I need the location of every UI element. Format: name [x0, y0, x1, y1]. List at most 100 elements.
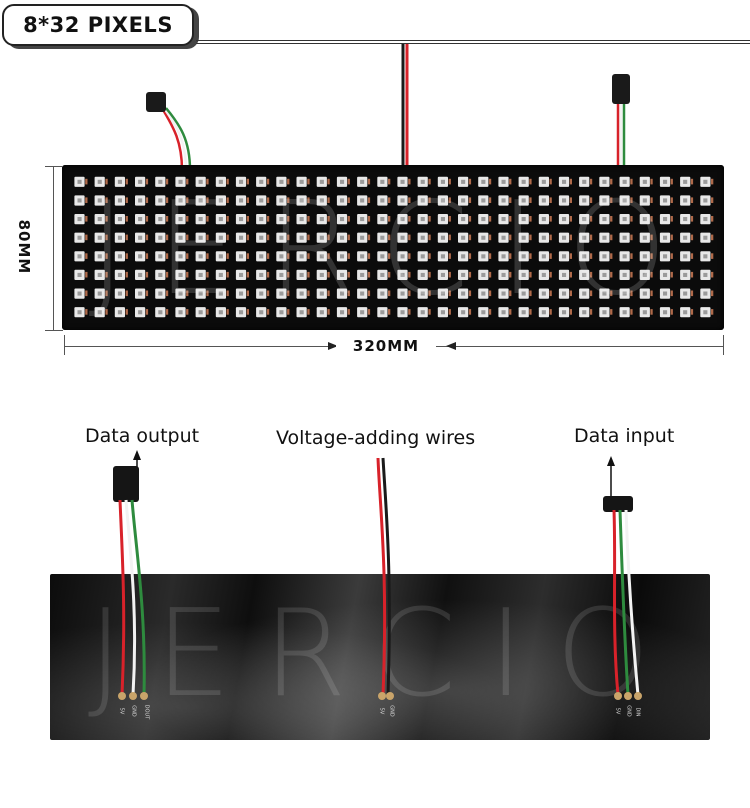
led-chip	[683, 217, 688, 222]
led-capacitor	[186, 309, 189, 315]
led-chip	[340, 310, 345, 315]
led-chip	[117, 310, 122, 315]
led-chip	[380, 179, 385, 184]
led-chip	[360, 179, 365, 184]
led-chip	[279, 291, 284, 296]
led-chip	[582, 235, 587, 240]
led-capacitor	[488, 253, 492, 259]
led-capacitor	[206, 290, 209, 297]
led-chip	[299, 310, 304, 315]
label-data-input: Data input	[574, 425, 675, 447]
pad-label-left-gnd: GND	[130, 705, 137, 717]
led-capacitor	[125, 216, 128, 222]
led-chip	[400, 310, 405, 315]
led-capacitor	[408, 309, 411, 315]
led-capacitor	[266, 271, 270, 278]
led-chip	[158, 235, 163, 240]
led-capacitor	[206, 216, 209, 222]
led-chip	[198, 291, 203, 296]
led-chip	[178, 179, 183, 184]
led-capacitor	[468, 271, 472, 278]
led-chip	[239, 217, 244, 222]
led-chip	[420, 291, 425, 296]
led-capacitor	[610, 216, 613, 222]
led-capacitor	[529, 216, 532, 222]
led-chip	[400, 198, 405, 203]
led-capacitor	[246, 290, 249, 297]
led-capacitor	[610, 234, 613, 241]
led-capacitor	[85, 216, 88, 222]
led-chip	[622, 254, 627, 259]
led-chip	[521, 198, 526, 203]
led-chip	[158, 310, 163, 315]
arrow-left-icon	[446, 342, 456, 350]
led-chip	[400, 235, 405, 240]
led-capacitor	[327, 234, 330, 241]
led-chip	[501, 217, 506, 222]
led-capacitor	[246, 271, 249, 278]
led-capacitor	[145, 253, 149, 259]
led-capacitor	[589, 290, 593, 297]
led-capacitor	[388, 234, 391, 241]
led-capacitor	[630, 271, 633, 278]
led-capacitor	[569, 234, 572, 241]
led-chip	[541, 179, 546, 184]
led-chip	[420, 254, 425, 259]
led-capacitor	[468, 197, 472, 203]
led-capacitor	[448, 253, 451, 259]
dim-v-line	[53, 167, 54, 330]
led-chip	[440, 217, 445, 222]
led-capacitor	[287, 271, 290, 278]
led-chip	[582, 272, 587, 277]
led-chip	[380, 254, 385, 259]
led-chip	[541, 217, 546, 222]
led-chip	[138, 235, 143, 240]
led-chip	[582, 198, 587, 203]
led-capacitor	[125, 309, 128, 315]
led-capacitor	[105, 216, 108, 222]
led-capacitor	[670, 216, 673, 222]
led-chip	[178, 310, 183, 315]
led-capacitor	[266, 309, 270, 315]
led-chip	[158, 254, 163, 259]
led-chip	[299, 198, 304, 203]
led-chip	[622, 291, 627, 296]
led-chip	[360, 291, 365, 296]
led-chip	[198, 217, 203, 222]
led-chip	[582, 310, 587, 315]
led-chip	[481, 217, 486, 222]
led-chip	[218, 254, 223, 259]
led-capacitor	[327, 271, 330, 278]
led-chip	[440, 235, 445, 240]
led-chip	[501, 310, 506, 315]
led-capacitor	[650, 309, 653, 315]
led-capacitor	[367, 271, 371, 278]
led-capacitor	[428, 234, 431, 241]
led-capacitor	[428, 178, 431, 185]
led-capacitor	[266, 290, 270, 297]
led-chip	[97, 179, 102, 184]
led-chip	[319, 254, 324, 259]
led-capacitor	[388, 178, 391, 185]
led-chip	[541, 254, 546, 259]
led-capacitor	[509, 178, 512, 185]
led-capacitor	[428, 253, 431, 259]
led-chip	[77, 235, 82, 240]
led-chip	[259, 291, 264, 296]
led-capacitor	[388, 216, 391, 222]
led-capacitor	[186, 178, 189, 185]
led-capacitor	[428, 197, 431, 203]
led-chip	[400, 179, 405, 184]
led-capacitor	[408, 253, 411, 259]
led-capacitor	[650, 178, 653, 185]
led-capacitor	[630, 290, 633, 297]
led-capacitor	[347, 234, 350, 241]
led-chip	[97, 291, 102, 296]
led-capacitor	[711, 290, 714, 297]
pad-label-middle-5v: 5V	[378, 707, 385, 715]
led-chip	[642, 217, 647, 222]
led-capacitor	[226, 309, 229, 315]
led-capacitor	[448, 234, 451, 241]
led-chip	[178, 217, 183, 222]
led-chip	[218, 217, 223, 222]
